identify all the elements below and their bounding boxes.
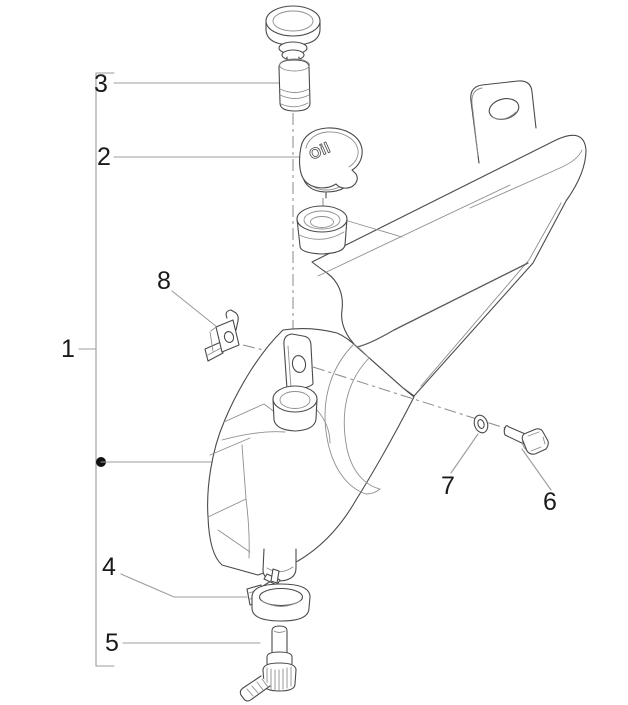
tank-mid-tab-hole: [291, 355, 307, 373]
valve-spout-ribs: [246, 678, 269, 697]
tank-mid-tab-inner: [287, 345, 292, 389]
tank-top-tab: [470, 80, 537, 164]
callout-7-leader: [450, 433, 479, 474]
part-3-dipstick: [265, 5, 321, 112]
valve-spout: [239, 675, 271, 702]
tank-filler-neck-opening: [296, 205, 348, 233]
tank-tip-crease: [469, 149, 583, 209]
washer-hole: [477, 419, 485, 429]
cap-top-rim: [305, 131, 359, 168]
group-callout-labels: 1 2 3 4 5 6 7 8: [61, 70, 557, 657]
part-7-washer: [473, 414, 489, 434]
tank-filler-neck-inner: [303, 210, 341, 230]
clamp-band-depth: [261, 600, 301, 607]
tank-top-tab-inner: [471, 87, 483, 156]
tank-channel-inner: [343, 357, 381, 490]
valve-stem-rim: [273, 630, 286, 633]
tank-mid-tab: [283, 333, 314, 390]
dipstick-cap-top: [265, 5, 321, 37]
callout-8-leader: [171, 290, 223, 332]
callout-4-leader: [120, 573, 248, 598]
dipstick-body-bands: [279, 88, 310, 108]
group-bracket: [78, 72, 217, 667]
tank-dark-crease: [356, 262, 529, 348]
callout-6-leader: [521, 448, 552, 491]
clip-side-edge: [209, 326, 217, 352]
dipstick-body-top: [279, 58, 310, 72]
callout-3-label: 3: [94, 70, 108, 98]
tank-lower-body: [207, 327, 415, 576]
dipstick-collar-lower: [281, 49, 305, 61]
dipstick-cap-inner: [272, 10, 314, 32]
bolt-head-facets: [527, 431, 546, 452]
part-8-clip: [204, 309, 240, 362]
bolt-head: [521, 428, 549, 455]
tank-filler-neck-bore: [310, 216, 334, 228]
clip-plate: [215, 319, 240, 353]
dipstick-body: [278, 59, 311, 112]
callout-4-label: 4: [102, 553, 116, 581]
callout-5-label: 5: [105, 629, 119, 657]
clip-hole: [223, 331, 235, 343]
part-6-bolt: [503, 425, 549, 455]
part-4-hose-clamp: [246, 568, 311, 622]
centerline-tab-to-bolt: [312, 366, 506, 429]
tank-outlet-port-bore: [279, 391, 311, 409]
clip-leg-inner: [205, 347, 222, 357]
clamp-band-opening: [258, 587, 304, 607]
valve-nut-ribs: [266, 666, 292, 691]
tank-top-tab-hole-depth: [491, 111, 517, 120]
part-5-oil-valve: [239, 625, 297, 702]
tank-right-inner-edge: [420, 202, 562, 387]
tank-channel-outer: [324, 343, 367, 495]
callout-7-label: 7: [441, 472, 455, 500]
tank-back-edge: [347, 220, 403, 238]
tank-bottom-spout-rim: [266, 566, 294, 573]
tank-filler-neck-collar: [298, 231, 345, 240]
cap-body: [298, 127, 363, 189]
callout-8-label: 8: [157, 267, 171, 295]
tank-top-crease: [317, 184, 511, 277]
part-1-oil-tank: [207, 80, 587, 582]
callout-1-label: 1: [61, 335, 75, 363]
callout-6-label: 6: [543, 488, 557, 516]
centerline-clip-to-tab: [242, 344, 285, 356]
part-2-oil-cap: Oil: [298, 127, 363, 199]
clamp-wing-2: [270, 568, 280, 584]
tank-channel-ends: [353, 343, 381, 495]
callout-2-label: 2: [97, 143, 111, 171]
washer-outer: [473, 414, 489, 434]
group-leaders: [113, 82, 552, 644]
tank-top-tab-hole: [488, 98, 520, 120]
